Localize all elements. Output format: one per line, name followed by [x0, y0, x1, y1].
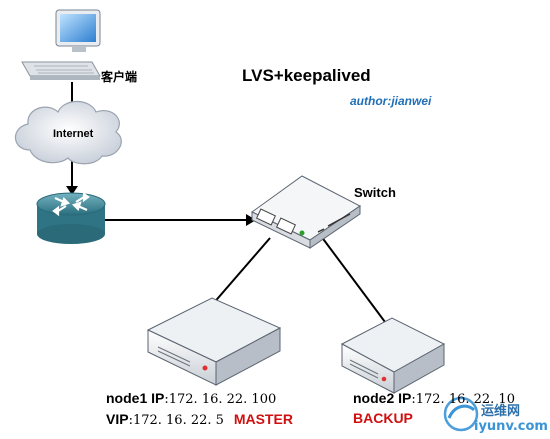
watermark-logo-icon	[443, 396, 479, 432]
internet-label: Internet	[53, 128, 94, 140]
node1-ip-value: :172. 16. 22. 100	[164, 392, 277, 407]
author-label: author:jianwei	[350, 94, 432, 108]
node2-ip-line: node2 IP:172. 16. 22. 10	[353, 390, 515, 407]
node1-ip-line: node1 IP:172. 16. 22. 100	[106, 390, 276, 407]
node2-role-line: BACKUP	[353, 410, 413, 426]
link-switch-node2	[317, 231, 386, 323]
node2-ip-prefix: node2 IP	[353, 390, 412, 406]
watermark-domain: iyunv.com	[474, 419, 548, 434]
node2-role-backup: BACKUP	[353, 410, 413, 426]
switch-label: Switch	[354, 185, 396, 200]
internet-cloud-icon	[14, 100, 122, 165]
watermark-name: 运维网	[481, 404, 521, 419]
node1-ip-prefix: node1 IP	[106, 390, 165, 406]
diagram-title: LVS+keepalived	[242, 66, 371, 85]
arrowhead-switch	[246, 214, 256, 226]
router-icon	[36, 191, 106, 244]
link-switch-node1	[211, 237, 271, 306]
node1-vip-value: :172. 16. 22. 5	[128, 413, 224, 428]
node1-vip-line: VIP:172. 16. 22. 5 MASTER	[106, 411, 293, 428]
node2-ip-value: :172. 16. 22. 10	[411, 392, 515, 407]
switch-icon	[251, 175, 361, 249]
arrowhead-router	[66, 186, 78, 195]
connections	[71, 82, 386, 323]
node2-server-icon	[340, 317, 446, 394]
node1-vip-prefix: VIP	[106, 411, 129, 427]
node1-role-master: MASTER	[233, 411, 293, 427]
client-computer-icon	[21, 9, 101, 80]
client-label: 客户端	[101, 70, 138, 84]
node1-server-icon	[146, 297, 282, 386]
